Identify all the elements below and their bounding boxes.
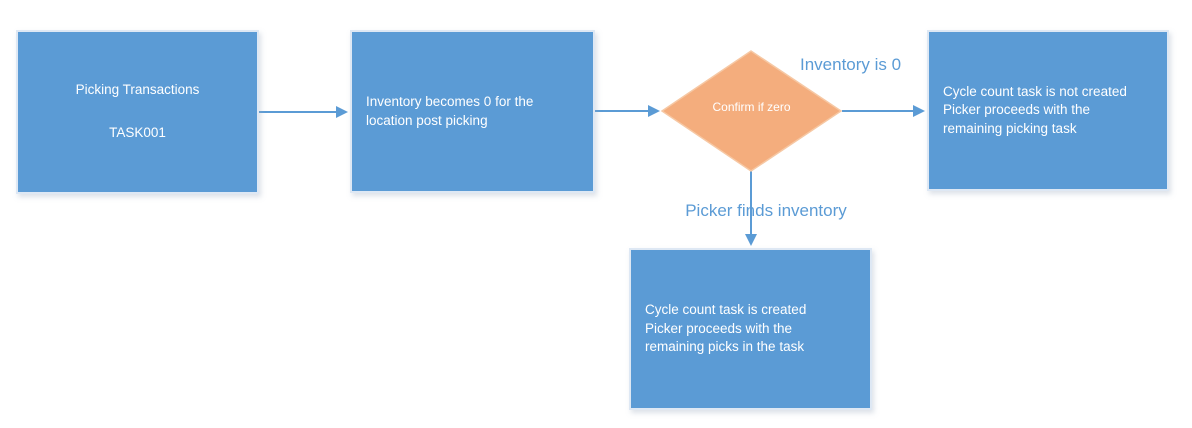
arrowhead-picking-to-inventory <box>336 106 348 118</box>
node-text-line: Cycle count task is created <box>645 302 807 318</box>
node-text-line: Picker proceeds with the <box>943 102 1091 118</box>
node-cycle-count-not-created: Cycle count task is not created Picker p… <box>927 30 1169 191</box>
node-text-line: remaining picks in the task <box>645 339 805 355</box>
edge-label-inventory-is-0: Inventory is 0 <box>800 55 902 74</box>
node-cycle-count-created: Cycle count task is created Picker proce… <box>629 248 872 410</box>
arrowhead-inventory-to-confirm <box>648 105 660 117</box>
node-text-line: TASK001 <box>109 125 166 140</box>
node-text-line: Picking Transactions <box>75 82 200 98</box>
node-inventory-zero: Inventory becomes 0 for the location pos… <box>350 30 595 193</box>
decision-diamond-shape <box>660 50 843 172</box>
node-text-line: Cycle count task is not created <box>943 83 1127 99</box>
node-picking-transactions: Picking Transactions TASK001 <box>16 30 259 194</box>
node-text-line: Inventory becomes 0 for the <box>366 93 534 109</box>
edge-label-picker-finds-inventory: Picker finds inventory <box>685 201 847 220</box>
node-text-line: Picker proceeds with the <box>645 320 793 336</box>
line-gap <box>32 100 243 124</box>
node-text-line: location post picking <box>366 112 488 128</box>
arrowhead-confirm-to-not-created <box>913 105 925 117</box>
node-text-line: remaining picking task <box>943 120 1077 136</box>
arrowhead-confirm-to-created <box>745 234 757 246</box>
node-confirm-if-zero-label: Confirm if zero <box>712 100 791 114</box>
